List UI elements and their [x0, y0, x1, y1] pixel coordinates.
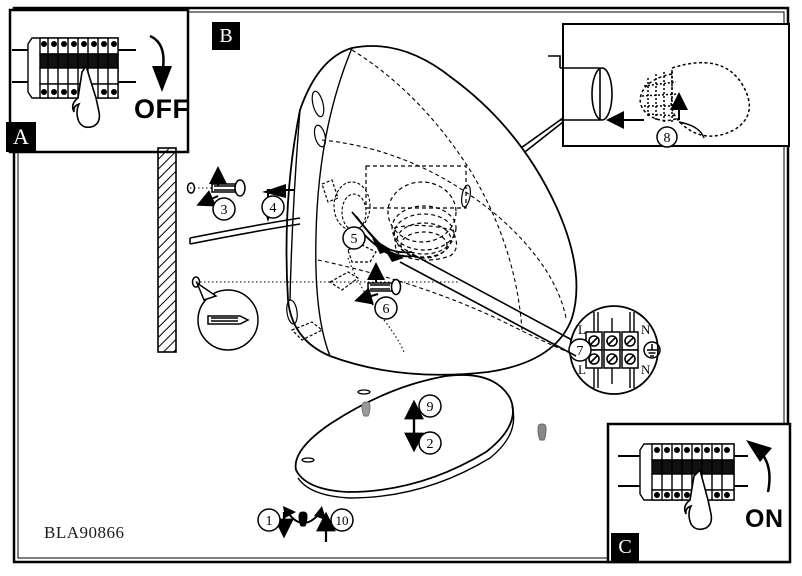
step-5-marker: 5	[342, 226, 366, 250]
step-9-marker: 9	[418, 394, 442, 418]
step-3-arrows	[196, 166, 227, 207]
svg-text:8: 8	[664, 131, 671, 146]
svg-text:L: L	[578, 362, 586, 377]
svg-text:6: 6	[383, 302, 390, 317]
bulb-detail-box	[562, 23, 790, 147]
product-code: BLA90866	[44, 523, 125, 542]
step-4-marker: 4	[261, 195, 285, 219]
svg-text:N: N	[641, 322, 651, 337]
bulb-socket-icon	[548, 55, 613, 121]
svg-text:5: 5	[351, 232, 358, 247]
step-10-marker: 10	[330, 508, 354, 532]
panel-b-label: B	[212, 22, 240, 50]
wall-cable	[189, 217, 301, 245]
panel-a-circuit-breaker-icon	[12, 37, 136, 99]
svg-text:1: 1	[266, 514, 273, 529]
step-2-marker: 2	[418, 431, 442, 455]
lamp-socket-assembly	[365, 165, 467, 261]
panel-a-off-arrow-icon	[149, 34, 172, 92]
base-plate-fastener-right	[537, 423, 547, 441]
wire-end-arrows	[372, 238, 404, 262]
on-text: ON	[745, 505, 784, 533]
panel-c-on-arrow-icon	[746, 440, 772, 493]
shade-vent-holes	[286, 90, 471, 325]
base-plate-fasteners	[361, 401, 371, 417]
terminal-block-detail: L L N N	[569, 305, 661, 395]
panel-c-hand-icon	[683, 468, 713, 531]
step-8-marker: 8	[656, 126, 678, 148]
base-plate	[294, 374, 515, 499]
svg-text:2: 2	[427, 437, 434, 452]
wall-section	[157, 147, 177, 353]
step-7-marker: 7	[568, 338, 592, 362]
base-plate-screw-holes	[301, 389, 371, 463]
earth-ground-icon	[643, 341, 661, 359]
page-border	[12, 6, 790, 564]
svg-text:10: 10	[336, 513, 349, 528]
svg-text:L: L	[578, 322, 586, 337]
svg-text:3: 3	[221, 203, 228, 218]
off-text: OFF	[134, 94, 190, 124]
wall-plug-detail	[191, 276, 259, 351]
lamp-shade-inner-edges	[289, 47, 353, 357]
step-6-marker: 6	[374, 296, 398, 320]
step-3-marker: 3	[212, 197, 236, 221]
lamp-shade-body	[285, 45, 578, 376]
screw-3-icon	[186, 179, 246, 197]
panel-a-hand-icon	[71, 64, 101, 129]
svg-text:N: N	[641, 362, 651, 377]
step-6-arrows	[354, 262, 385, 305]
svg-text:7: 7	[577, 344, 584, 359]
bulb-insert-arrow-icon	[606, 92, 705, 139]
panel-a-label: A	[6, 122, 36, 152]
svg-text:4: 4	[270, 201, 277, 216]
panel-c-label: C	[611, 533, 639, 561]
step-1-marker: 1	[257, 508, 281, 532]
svg-text:9: 9	[427, 400, 434, 415]
